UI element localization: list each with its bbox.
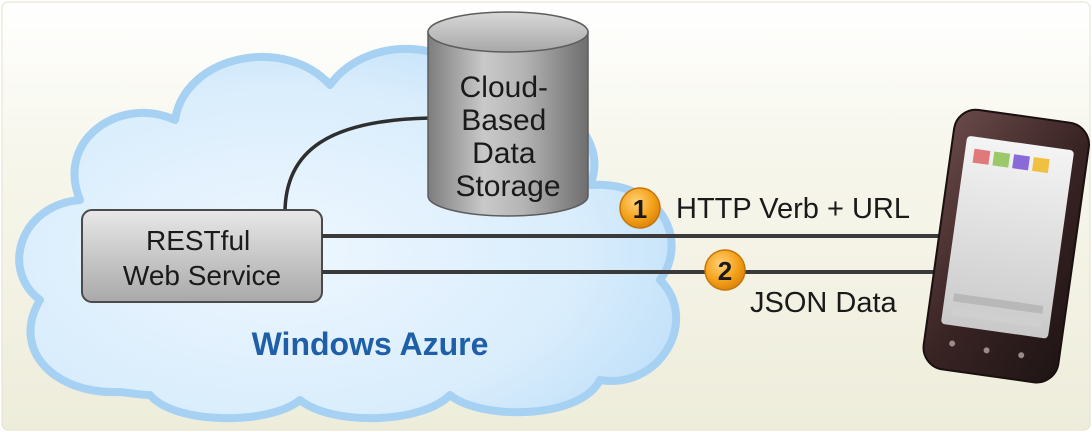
storage-label-line-1: Cloud- [460,71,548,104]
web-service-label-line-2: Web Service [123,260,281,291]
storage-label-line-3: Data [472,137,536,170]
storage-connector [283,116,431,214]
database-cylinder-icon [427,11,589,217]
step-2-number: 2 [718,256,732,286]
web-service-label: RESTful Web Service [123,225,281,291]
storage-label: Cloud- Based Data Storage [455,71,560,203]
storage-label-line-4: Storage [455,170,560,203]
mobile-phone-icon [922,108,1090,384]
web-service-label-line-1: RESTful [146,225,250,256]
step-1-number: 1 [633,194,647,224]
step-1-label: HTTP Verb + URL [676,193,910,225]
storage-label-line-2: Based [461,104,546,137]
web-service-box [81,209,323,303]
step-badge-icon: 1 [619,187,661,229]
step-badge-icon: 2 [704,249,746,291]
step-2-label: JSON Data [750,287,898,319]
cloud-label: Windows Azure [252,326,489,362]
